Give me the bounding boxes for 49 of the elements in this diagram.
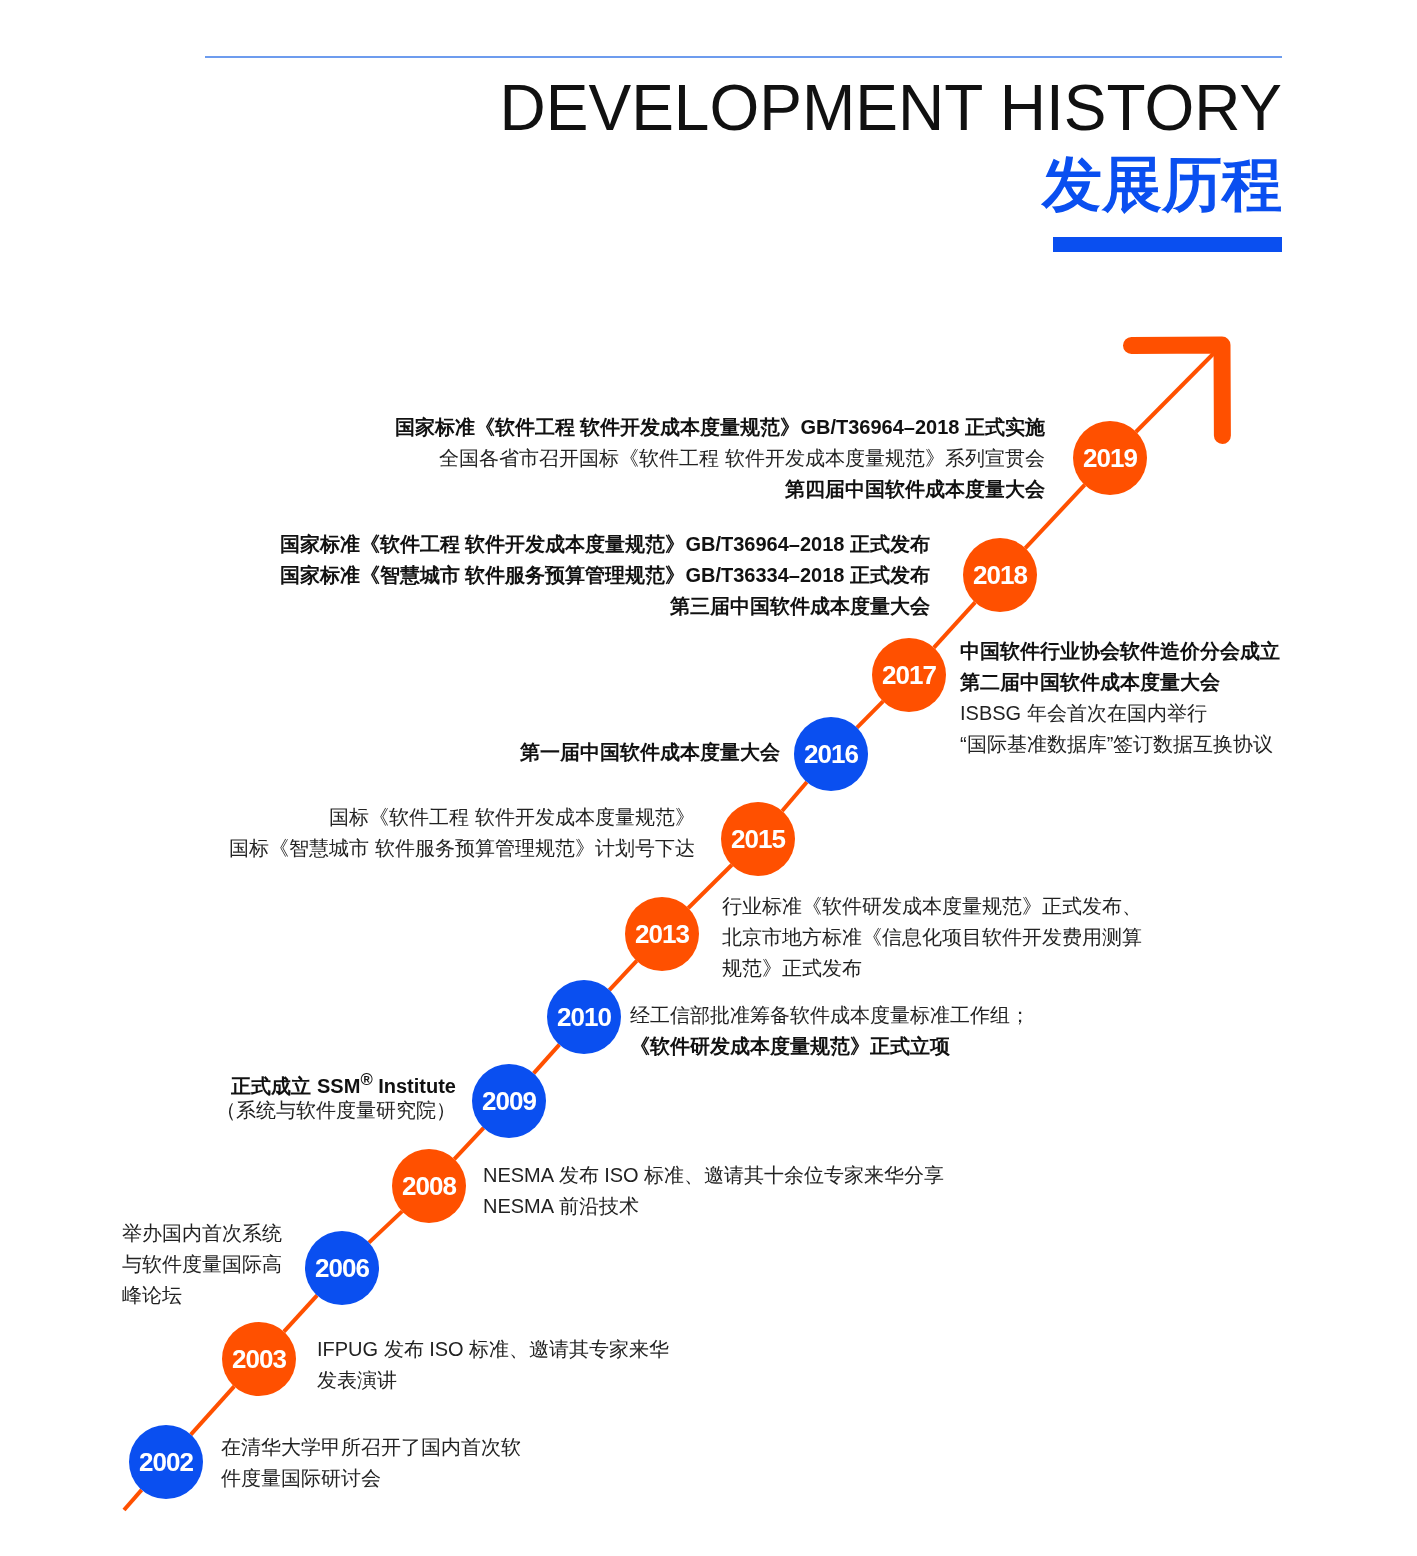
year-circle: 2013 bbox=[625, 897, 699, 971]
event-text: 全国各省市召开国标《软件工程 软件开发成本度量规范》系列宣贯会 bbox=[439, 446, 1045, 471]
timeline-line bbox=[1023, 483, 1087, 550]
timeline-arrow bbox=[1123, 336, 1231, 444]
year-circle: 2018 bbox=[963, 538, 1037, 612]
year-circle: 2017 bbox=[872, 638, 946, 712]
subtitle: 发展历程 bbox=[1042, 152, 1282, 218]
year-circle: 2009 bbox=[472, 1064, 546, 1138]
event-text: IFPUG 发布 ISO 标准、邀请其专家来华发表演讲 bbox=[317, 1337, 671, 1393]
year-circle: 2010 bbox=[547, 980, 621, 1054]
event-text: 行业标准《软件研发成本度量规范》正式发布、北京市地方标准《信息化项目软件开发费用测算规范》正式发布 bbox=[722, 894, 1142, 981]
year-circle: 2008 bbox=[392, 1149, 466, 1223]
year-circle: 2002 bbox=[129, 1425, 203, 1499]
event-text: “国际基准数据库”签订数据互换协议 bbox=[960, 732, 1274, 757]
timeline-line bbox=[780, 780, 809, 813]
timeline-line bbox=[452, 1126, 486, 1161]
event-text: 在清华大学甲所召开了国内首次软件度量国际研讨会 bbox=[221, 1435, 522, 1491]
timeline-line bbox=[532, 1043, 561, 1075]
title: DEVELOPMENT HISTORY bbox=[499, 76, 1282, 140]
event-text: 第四届中国软件成本度量大会 bbox=[785, 477, 1045, 502]
event-text: 国家标准《软件工程 软件开发成本度量规范》GB/T36964–2018 正式发布 bbox=[279, 532, 930, 557]
year-circle: 2006 bbox=[305, 1231, 379, 1305]
timeline-line bbox=[855, 699, 885, 730]
year-circle: 2019 bbox=[1073, 421, 1147, 495]
event-text: NESMA 发布 ISO 标准、邀请其十余位专家来华分享 NESMA 前沿技术 bbox=[483, 1163, 946, 1219]
event-text: ISBSG 年会首次在国内举行 bbox=[960, 701, 1207, 726]
timeline-line bbox=[189, 1385, 236, 1436]
timeline-line bbox=[686, 863, 734, 910]
event-text: 正式成立 SSM$^{®}$ Institute bbox=[231, 1069, 456, 1099]
event-text: 第二届中国软件成本度量大会 bbox=[960, 670, 1220, 695]
timeline-line bbox=[607, 959, 639, 992]
event-text: 国家标准《智慧城市 软件服务预算管理规范》GB/T36334–2018 正式发布 bbox=[279, 563, 930, 588]
year-circle: 2015 bbox=[721, 802, 795, 876]
event-text: 第一届中国软件成本度量大会 bbox=[520, 740, 780, 765]
timeline-line bbox=[367, 1209, 404, 1245]
event-text: 国家标准《软件工程 软件开发成本度量规范》GB/T36964–2018 正式实施 bbox=[394, 415, 1045, 440]
event-text: 举办国内首次系统与软件度量国际高峰论坛 bbox=[122, 1221, 282, 1308]
event-text: 《软件研发成本度量规范》正式立项 bbox=[630, 1034, 950, 1059]
year-circle: 2003 bbox=[222, 1322, 296, 1396]
year-circle: 2016 bbox=[794, 717, 868, 791]
event-text: 第三届中国软件成本度量大会 bbox=[670, 594, 930, 619]
event-text: 国标《智慧城市 软件服务预算管理规范》计划号下达 bbox=[229, 836, 695, 861]
event-text: 国标《软件工程 软件开发成本度量规范》 bbox=[329, 805, 695, 830]
event-text: 中国软件行业协会软件造价分会成立 bbox=[960, 639, 1280, 664]
timeline-line bbox=[122, 1488, 144, 1512]
timeline-line bbox=[932, 601, 977, 649]
event-text: 经工信部批准筹备软件成本度量标准工作组； bbox=[630, 1003, 1030, 1028]
timeline-line bbox=[282, 1294, 319, 1333]
event-text: （系统与软件度量研究院） bbox=[216, 1098, 456, 1123]
